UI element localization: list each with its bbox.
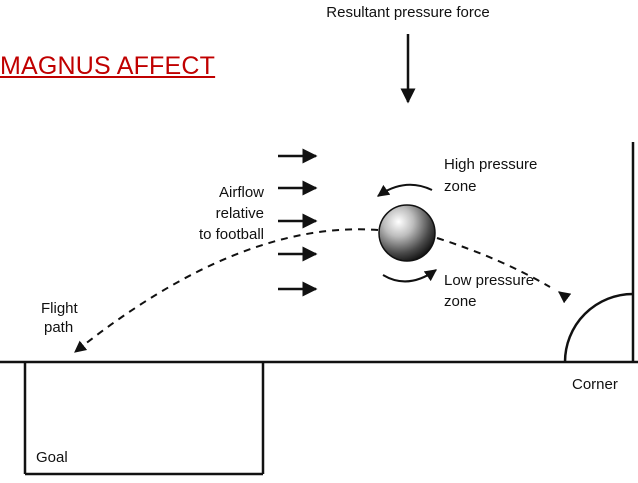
airflow-label-line2: relative (216, 205, 264, 222)
flight-label-line2: path (44, 319, 73, 336)
low-pressure-label-line1: Low pressure (444, 272, 534, 289)
goal-box (23, 362, 265, 476)
high-pressure-label-line1: High pressure (444, 156, 537, 173)
spin-arrow-top (377, 183, 433, 197)
airflow-label-line1: Airflow (219, 184, 264, 201)
airflow-arrows (278, 148, 318, 297)
spin-arrow-bottom (382, 269, 437, 283)
corner-arc (563, 292, 634, 363)
flight-path-left (74, 228, 379, 353)
flight-path-right-arrow (558, 291, 572, 304)
goal-label: Goal (36, 449, 68, 466)
airflow-label-line3: to football (199, 226, 264, 243)
force-label: Resultant pressure force (326, 4, 489, 21)
corner-label: Corner (572, 376, 618, 393)
slide-title: MAGNUS AFFECT (0, 52, 216, 80)
low-pressure-label-line2: zone (444, 293, 477, 310)
high-pressure-label-line2: zone (444, 178, 477, 195)
flight-label-line1: Flight (41, 300, 79, 317)
football (378, 204, 436, 262)
flight-path-right (436, 237, 551, 288)
